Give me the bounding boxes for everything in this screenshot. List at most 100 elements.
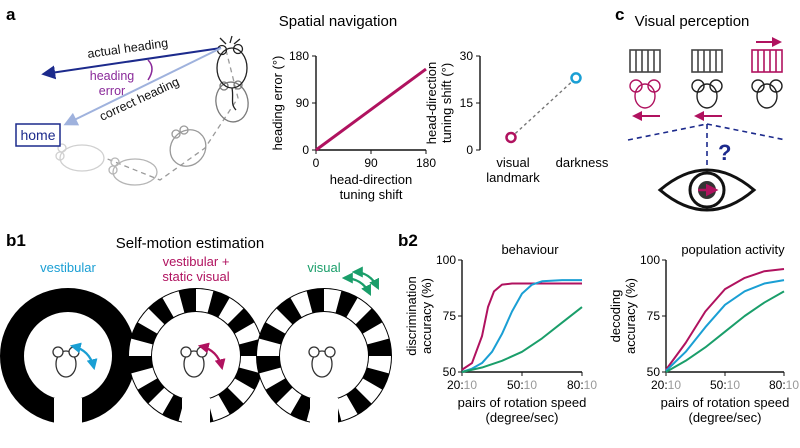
mouse-icon (55, 143, 105, 172)
x-tick-first: 80: (769, 378, 786, 392)
x-tick-label: 80:10 (769, 378, 799, 392)
ambiguity-lines (627, 123, 787, 170)
y-tick-label: 50 (443, 365, 457, 379)
mouse-head-icon (629, 79, 661, 109)
y-axis-label: discrimination (404, 276, 419, 355)
x-axis-label: pairs of rotation speed (458, 395, 587, 410)
heading-error-line (315, 67, 427, 152)
series-line-magenta (461, 282, 582, 371)
trajectory-path (104, 49, 239, 181)
category-label: landmark (486, 170, 540, 185)
series-line-cyan (665, 279, 785, 372)
category-label: darkness (556, 155, 609, 170)
x-tick-label: 180 (416, 156, 436, 170)
panel-a: a Spatial navigation (6, 5, 397, 186)
actual-heading-arrow (41, 47, 222, 80)
x-tick-label: 80:10 (567, 378, 597, 392)
x-tick-second: 10 (524, 378, 538, 392)
heading-error-arc (147, 59, 153, 81)
heading-error-label-2: error (99, 84, 125, 98)
arena-rings (0, 266, 392, 425)
grating-left (629, 49, 661, 73)
panel-letter-b1: b1 (6, 231, 26, 250)
y-axis-label: accuracy (%) (623, 278, 638, 354)
x-tick-first: 80: (567, 378, 584, 392)
y-tick-label: 0 (302, 143, 309, 157)
y-tick-label: 15 (460, 96, 474, 110)
ring-stripe (346, 297, 372, 325)
x-tick-first: 20: (447, 378, 464, 392)
eye-icon (657, 168, 757, 212)
panel-letter-b2: b2 (398, 231, 418, 250)
y-axis-label: tuning shift (°) (439, 63, 454, 143)
chart-title: behaviour (501, 242, 559, 257)
x-tick-second: 10 (727, 378, 741, 392)
ring-stripe (234, 322, 261, 345)
ring-stripe (137, 308, 165, 334)
x-axis-label: head-direction (330, 172, 412, 187)
series-line-cyan (461, 279, 582, 373)
y-tick-label: 30 (460, 49, 474, 63)
arena-ring (128, 288, 264, 425)
rotation-arrow (341, 272, 371, 296)
ring-stripe (148, 387, 174, 415)
panel-b1-title: Self-motion estimation (116, 235, 264, 252)
y-axis-label: heading error (°) (270, 56, 285, 151)
mouse-ear (308, 346, 320, 358)
panel-c-title: Visual perception (635, 13, 750, 30)
correct-heading-arrow (63, 47, 222, 126)
y-tick-label: 50 (647, 365, 661, 379)
y-axis-label: decoding (608, 290, 623, 343)
arena-ring (256, 266, 392, 425)
ring-stripe (196, 289, 214, 313)
connector-line (510, 77, 577, 138)
y-axis-label: head-direction (424, 62, 439, 144)
arena-ring (0, 288, 136, 425)
ring-stripe (162, 291, 185, 318)
ring-stripe (265, 308, 293, 334)
x-tick-second: 10 (584, 378, 598, 392)
mouse-ear (324, 346, 336, 358)
tuning-shift-chart: 01530visuallandmarkdarknesshead-directio… (424, 49, 609, 185)
home-box (15, 123, 61, 147)
rotation-arrow (351, 266, 379, 290)
x-axis-label: (degree/sec) (486, 410, 559, 425)
mouse-icon (108, 157, 158, 186)
mouse-icon (215, 80, 249, 123)
mouse-head-icon (691, 79, 723, 109)
y-tick-label: 90 (296, 96, 310, 110)
mouse-ear (180, 346, 192, 358)
mouse-icon (169, 125, 207, 167)
condition-visual: visual (307, 260, 340, 275)
x-tick-label: 50:10 (507, 378, 537, 392)
condition-vestibular-static-visual: vestibular + (163, 254, 230, 269)
y-tick-label: 180 (289, 49, 309, 63)
x-tick-first: 50: (507, 378, 524, 392)
mouse-trail (55, 35, 249, 186)
series-line-green (461, 306, 583, 373)
x-tick-second: 10 (464, 378, 478, 392)
x-tick-label: 20:10 (651, 378, 681, 392)
series-line-magenta (665, 267, 785, 371)
rotation-arrow (69, 342, 98, 371)
y-tick-label: 75 (647, 309, 661, 323)
x-axis-label: pairs of rotation speed (661, 395, 790, 410)
ring-stripe (227, 378, 255, 404)
mouse-head (311, 350, 333, 378)
ring-stripe (257, 338, 281, 356)
panel-letter-c: c (615, 5, 624, 24)
question-mark: ? (718, 140, 731, 165)
home-label: home (20, 127, 55, 143)
heading-error-label: heading (90, 69, 135, 83)
ring-stripe (290, 291, 313, 318)
ring-stripe (324, 289, 342, 313)
x-axis-label-2: tuning shift (340, 187, 403, 202)
panel-a-title: Spatial navigation (279, 13, 397, 30)
ring-stripe (362, 322, 389, 345)
ring-opening (310, 398, 338, 425)
grating-right (751, 49, 783, 73)
mouse-head-icon (751, 79, 783, 109)
